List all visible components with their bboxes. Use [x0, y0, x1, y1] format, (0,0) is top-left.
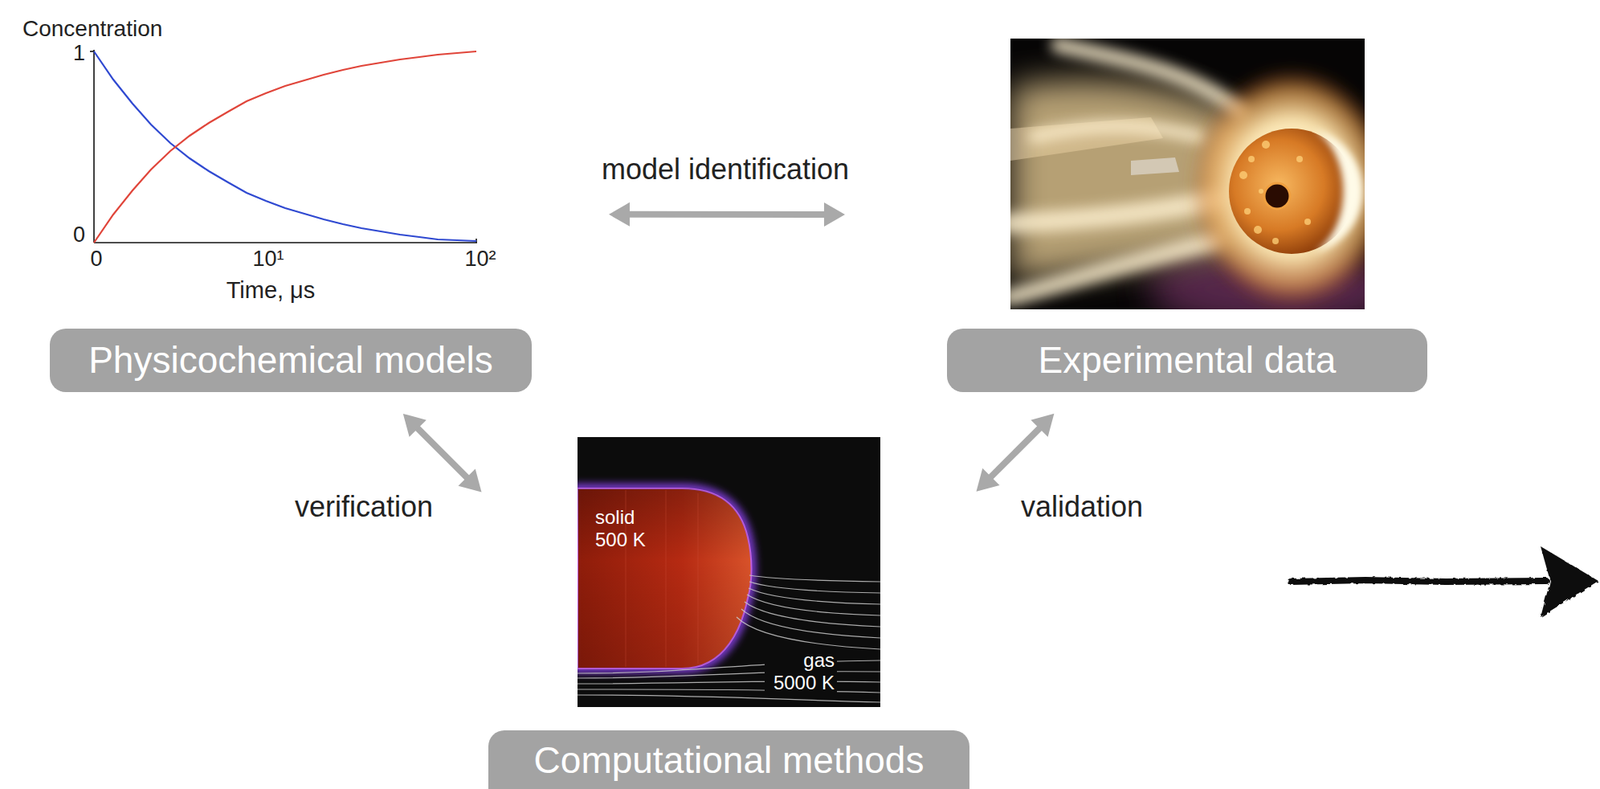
node-group: Physicochemical models	[22, 24, 532, 392]
chart-label: gas 5000 K	[764, 648, 837, 694]
chart-label: solid 500 K	[595, 506, 654, 551]
chart-label: Time, μs	[226, 277, 316, 304]
chart-label: 10²	[464, 246, 496, 272]
chart-label: 0	[89, 246, 103, 272]
node-title: Physicochemical models	[88, 339, 494, 381]
photo-content	[1010, 38, 1365, 310]
connector-arrow	[403, 413, 482, 493]
growth-curve	[93, 51, 477, 243]
label-pill: Computational methods	[488, 730, 970, 789]
arrow-head	[824, 202, 845, 227]
arrow-head	[403, 413, 427, 437]
connector-arrow	[975, 413, 1054, 492]
simulation-content	[577, 436, 881, 707]
arrow-head	[1030, 413, 1054, 437]
connector-line	[416, 427, 469, 479]
connector-arrow	[608, 202, 845, 227]
chart-label: 1	[73, 40, 86, 66]
label-pill: Experimental data	[946, 328, 1428, 392]
arrow-head	[608, 202, 630, 227]
chart-label: 0	[73, 222, 86, 248]
edge-label: verification	[294, 489, 433, 523]
sketch-arrow-shape	[1290, 546, 1599, 617]
label-pill: Physicochemical models	[49, 328, 532, 392]
plasma-photo	[1010, 38, 1365, 310]
chart-label: 10¹	[252, 246, 284, 272]
chart-axes	[89, 49, 478, 243]
connector-line	[628, 211, 826, 218]
chart-label: Concentration	[22, 16, 163, 42]
connector-line	[989, 427, 1041, 478]
edge-label: model identification	[601, 152, 849, 186]
decay-curve	[93, 51, 477, 241]
arrow-head	[458, 469, 482, 493]
node-group: Experimental data	[946, 38, 1428, 392]
node-title: Experimental data	[1038, 339, 1337, 381]
arrow-head	[975, 468, 1000, 492]
node-group: Computational methods	[488, 436, 970, 789]
edge-label: validation	[1020, 489, 1143, 523]
node-title: Computational methods	[534, 739, 925, 781]
